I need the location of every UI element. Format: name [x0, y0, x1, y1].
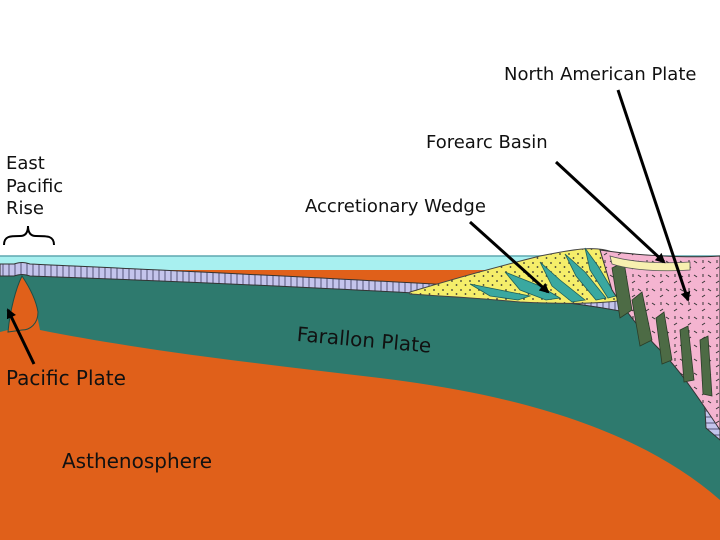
label-asthenosphere: Asthenosphere — [62, 449, 213, 473]
arrow-forearc-basin — [554, 160, 666, 264]
arrow-north-american-plate — [616, 89, 691, 302]
oceanic-crust — [0, 262, 720, 337]
label-east-pacific-rise: East Pacific Rise — [6, 153, 64, 219]
label-pacific-plate: Pacific Plate — [6, 366, 126, 390]
label-accretionary-wedge: Accretionary Wedge — [305, 196, 486, 217]
label-forearc-basin: Forearc Basin — [426, 132, 548, 153]
arrow-pacific-plate — [6, 308, 36, 365]
arrow-accretionary-wedge — [468, 220, 550, 294]
forearc-basin-region — [609, 255, 691, 272]
continental-intrusions — [611, 261, 713, 397]
ridge-brace — [3, 225, 55, 246]
label-north-american-plate: North American Plate — [504, 64, 697, 85]
oceanic-lithosphere — [0, 272, 720, 500]
